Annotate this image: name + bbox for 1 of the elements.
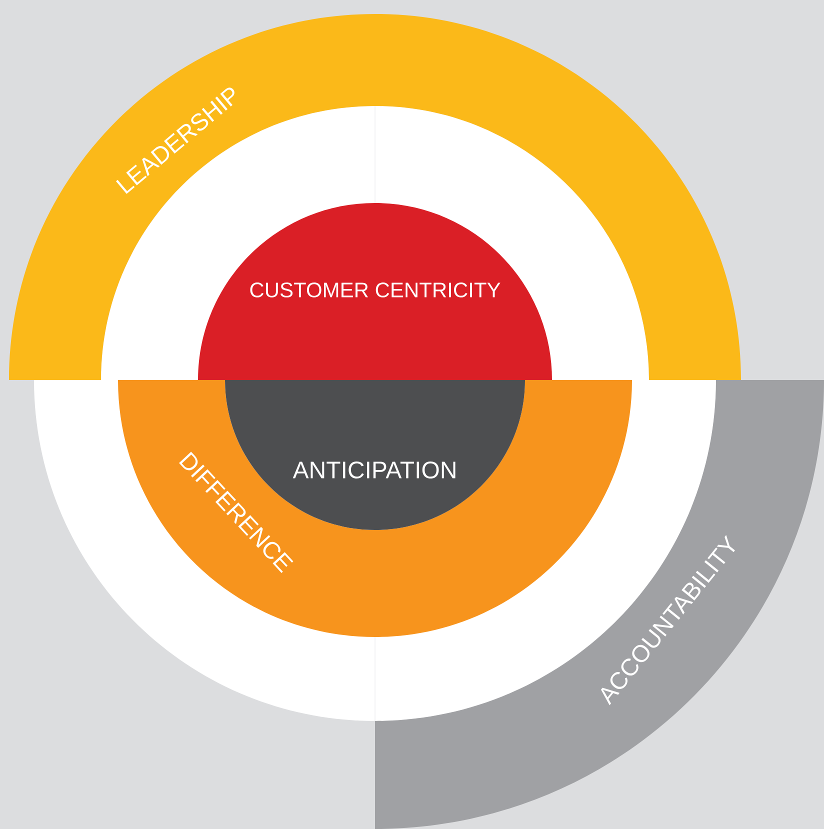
semicircle: CUSTOMER CENTRICITY xyxy=(198,203,552,380)
